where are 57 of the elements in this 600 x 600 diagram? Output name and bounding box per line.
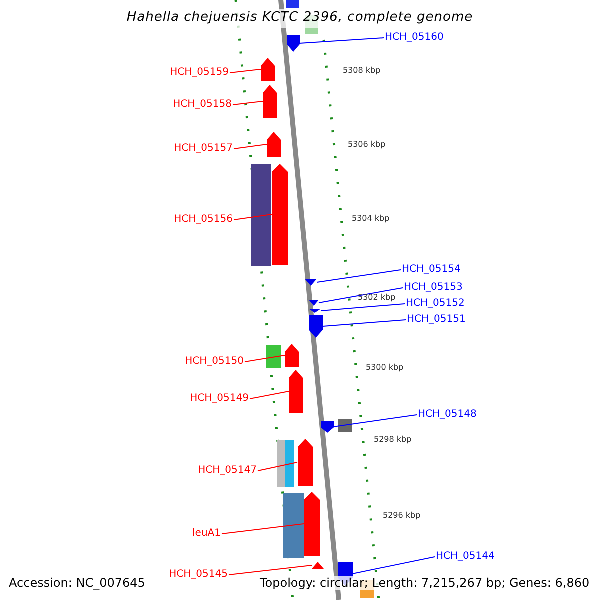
gene-label: HCH_05153 — [404, 282, 463, 294]
tick-label: 5302 kbp — [358, 293, 396, 302]
gene-feature — [309, 315, 323, 338]
gene-feature — [305, 279, 317, 286]
leader-line — [299, 38, 384, 44]
gene-label: HCH_05151 — [407, 314, 466, 326]
gene-feature — [267, 132, 281, 157]
gene-label: HCH_05160 — [385, 32, 444, 44]
leader-line — [316, 270, 402, 283]
gene-label: HCH_05158 — [173, 99, 232, 111]
gene-label: HCH_05150 — [185, 356, 244, 368]
gene-feature — [272, 164, 288, 265]
gene-label: HCH_05159 — [170, 67, 229, 79]
gene-feature — [286, 35, 300, 52]
leader-line — [352, 556, 436, 574]
leader-line — [232, 101, 264, 106]
leader-line — [322, 320, 406, 327]
leader-line — [228, 565, 312, 576]
gene-label: leuA1 — [192, 528, 221, 540]
gene-label: HCH_05147 — [198, 465, 257, 477]
leader-line — [222, 524, 304, 534]
tick-label: 5300 kbp — [366, 363, 404, 372]
tick-label: 5304 kbp — [352, 214, 390, 223]
gene-feature — [285, 344, 299, 367]
gene-feature — [309, 300, 319, 306]
leader-line — [258, 462, 298, 472]
leader-line — [230, 69, 262, 74]
gene-feature — [320, 421, 334, 433]
gene-feature — [261, 58, 275, 81]
genome-info-text: Topology: circular; Length: 7,215,267 bp; Genes: 6,860 — [260, 576, 590, 590]
gene-feature — [289, 370, 303, 413]
gene-feature — [309, 309, 321, 313]
tick-label: 5308 kbp — [343, 66, 381, 75]
gene-label: HCH_05149 — [190, 393, 249, 405]
title: Hahella chejuensis KCTC 2396, complete genome — [126, 10, 474, 26]
gene-label: HCH_05157 — [174, 143, 233, 155]
gene-label: HCH_05145 — [169, 569, 228, 581]
leader-line — [234, 144, 268, 150]
tick-label: 5306 kbp — [348, 140, 386, 149]
leader-line — [318, 288, 404, 304]
gene-feature — [312, 562, 324, 569]
leader-line — [234, 214, 272, 220]
gene-label: HCH_05144 — [436, 551, 495, 563]
gene-feature — [304, 492, 320, 556]
accession-text: Accession: NC_007645 — [9, 576, 146, 590]
tick-label: 5298 kbp — [374, 435, 412, 444]
leader-line — [320, 304, 406, 312]
leader-line — [244, 355, 286, 362]
gene-label: HCH_05154 — [402, 264, 461, 276]
gene-label: HCH_05152 — [406, 298, 465, 310]
tick-label: 5296 kbp — [383, 511, 421, 520]
gene-label: HCH_05156 — [174, 214, 233, 226]
gene-label: HCH_05148 — [418, 409, 477, 421]
gene-feature — [263, 85, 277, 118]
gene-feature — [298, 439, 312, 486]
leader-line — [333, 414, 418, 428]
leader-line — [250, 391, 290, 400]
